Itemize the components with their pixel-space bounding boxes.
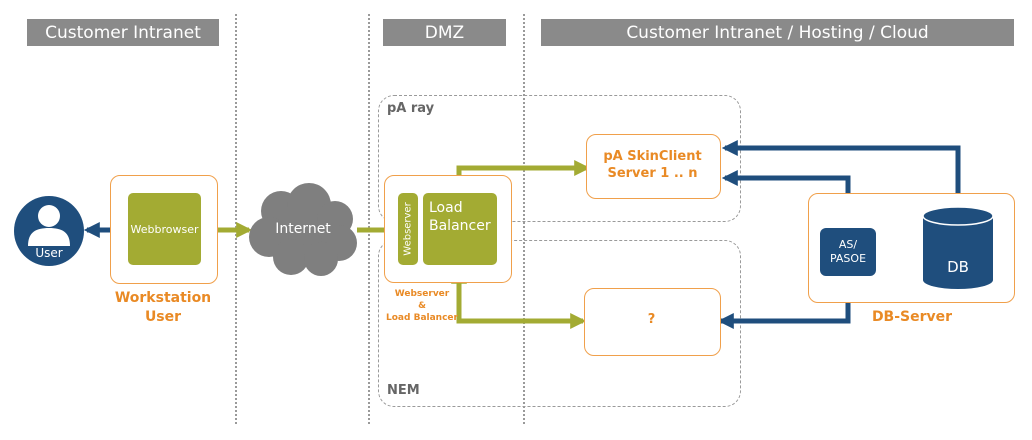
as-pasoe-line2: PASOE: [829, 252, 867, 265]
webbrowser-node: Webbrowser: [128, 193, 201, 265]
skinclient-caption: pA SkinClient Server 1 .. n: [586, 148, 719, 182]
user-icon: [28, 205, 70, 246]
ws-lb-caption-line2: &: [418, 301, 426, 311]
zone-header-customer-intranet: Customer Intranet: [27, 19, 219, 46]
unknown-label: ?: [647, 312, 656, 327]
zone-header-label: DMZ: [424, 22, 465, 43]
zone-header-label: Customer Intranet / Hosting / Cloud: [626, 22, 929, 43]
internet-label: Internet: [275, 221, 331, 237]
workstation-caption-line1: Workstation: [114, 290, 212, 306]
nem-label: NEM: [387, 383, 420, 398]
pa-ray-label: pA ray: [387, 101, 435, 116]
zone-header-label: Customer Intranet: [45, 22, 201, 43]
ws-lb-caption-line1: Webserver: [394, 289, 450, 299]
webserver-lb-caption: Webserver & Load Balancer: [374, 288, 470, 324]
internet-cloud: [249, 183, 357, 276]
webserver-node: Webserver: [398, 193, 418, 265]
zone-separator: [523, 14, 525, 424]
skinclient-db-link: [721, 139, 967, 211]
skinclient-box: [586, 134, 721, 199]
webserver-label: Webserver: [402, 202, 414, 256]
unknown-box: [584, 288, 721, 356]
zone-separator: [368, 14, 370, 424]
workstation-caption-line2: User: [144, 309, 182, 325]
load-balancer-node: Load Balancer: [423, 193, 497, 265]
zone-header-dmz: DMZ: [383, 19, 506, 46]
load-balancer-line1: Load: [429, 200, 463, 216]
user-label: User: [35, 246, 63, 260]
db-server-caption: DB-Server: [871, 309, 953, 325]
zone-separator: [235, 14, 237, 424]
user-node: User: [14, 196, 84, 266]
skinclient-line2: Server 1 .. n: [607, 166, 698, 181]
webbrowser-label: Webbrowser: [130, 222, 199, 236]
as-pasoe-node: AS/ PASOE: [820, 228, 876, 276]
db-cylinder-icon: [922, 206, 994, 289]
db-label: DB: [947, 258, 969, 276]
skinclient-line1: pA SkinClient: [603, 149, 702, 164]
lb-unknown-link: [450, 267, 587, 330]
load-balancer-line2: Balancer: [429, 218, 491, 234]
workstation-caption: Workstation User: [100, 289, 226, 327]
ws-lb-caption-line3: Load Balancer: [386, 313, 458, 323]
zone-header-hosting-cloud: Customer Intranet / Hosting / Cloud: [541, 19, 1014, 46]
as-pasoe-line1: AS/: [838, 238, 858, 251]
